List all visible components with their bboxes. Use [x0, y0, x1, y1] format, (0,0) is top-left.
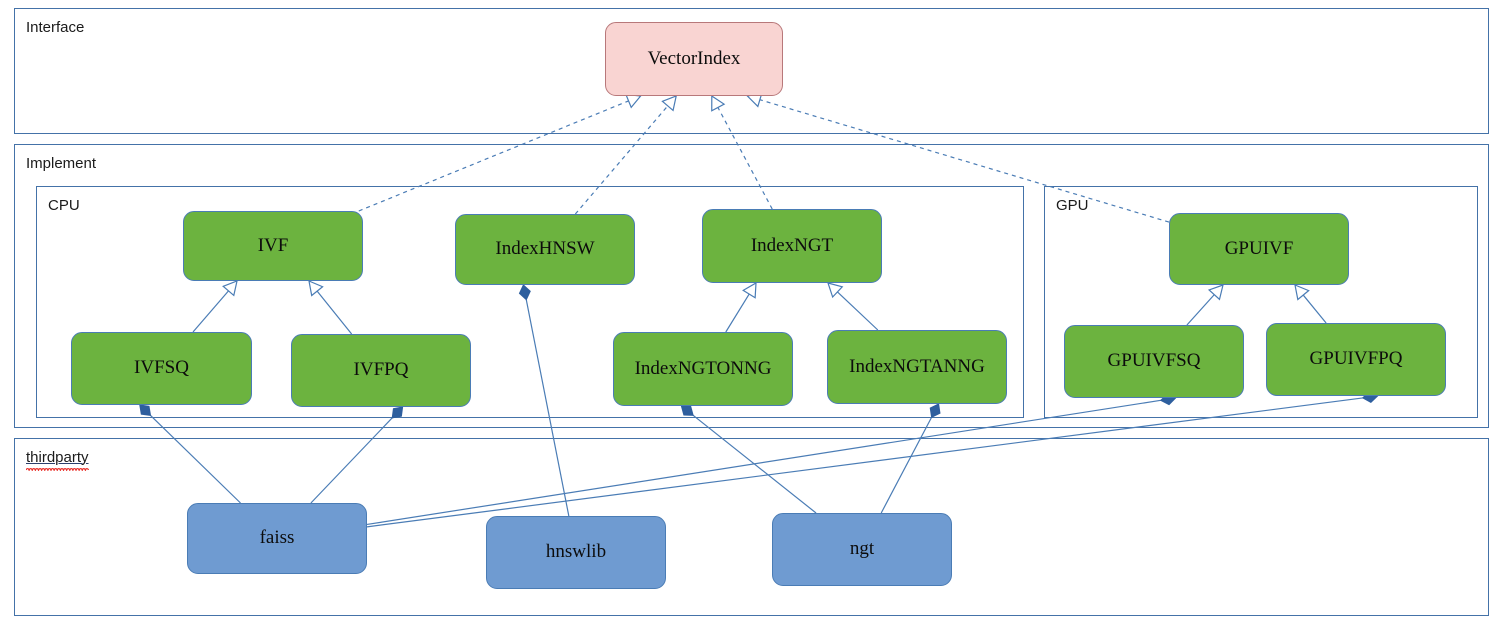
node-ivf[interactable]: IVF: [183, 211, 363, 281]
node-indexhnsw[interactable]: IndexHNSW: [455, 214, 635, 285]
node-hnswlib[interactable]: hnswlib: [486, 516, 666, 589]
group-label-cpu: CPU: [48, 197, 80, 214]
node-ivfsq[interactable]: IVFSQ: [71, 332, 252, 405]
node-gpuivfsq[interactable]: GPUIVFSQ: [1064, 325, 1244, 398]
node-indexngt[interactable]: IndexNGT: [702, 209, 882, 283]
node-ivfpq[interactable]: IVFPQ: [291, 334, 471, 407]
group-label-gpu: GPU: [1056, 197, 1089, 214]
node-ngt[interactable]: ngt: [772, 513, 952, 586]
group-label-implement: Implement: [26, 155, 97, 172]
group-label-interface: Interface: [26, 19, 85, 36]
node-vectorindex[interactable]: VectorIndex: [605, 22, 783, 96]
node-indexngtanng[interactable]: IndexNGTANNG: [827, 330, 1007, 404]
node-gpuivfpq[interactable]: GPUIVFPQ: [1266, 323, 1446, 396]
group-label-thirdparty: thirdparty: [26, 449, 89, 471]
node-gpuivf[interactable]: GPUIVF: [1169, 213, 1349, 285]
node-faiss[interactable]: faiss: [187, 503, 367, 574]
node-indexngtonng[interactable]: IndexNGTONNG: [613, 332, 793, 406]
spellcheck-squiggle-icon: [26, 468, 89, 471]
